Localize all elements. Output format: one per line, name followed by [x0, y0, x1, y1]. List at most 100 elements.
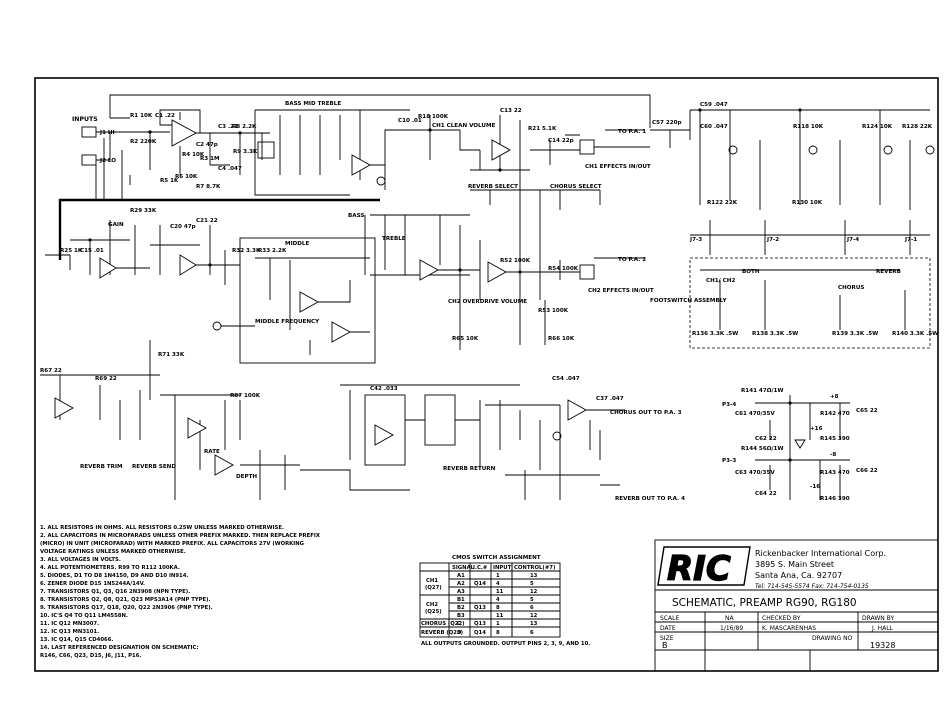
- minus16-label: -16: [810, 484, 820, 490]
- company-address: 3895 S. Main Street: [755, 560, 834, 569]
- cell: 4: [496, 597, 500, 603]
- junction-dots: [88, 108, 802, 462]
- switching-section: J7-3 J7-2 J7-4 J7-1 FOOTSWITCH ASSEMBLY …: [650, 109, 938, 349]
- minus8-label: -8: [830, 452, 836, 458]
- c40-label: C42 .033: [370, 386, 398, 392]
- j7-3-label: J7-3: [689, 237, 702, 243]
- r8-label: R8 2.2K: [232, 124, 257, 130]
- r49-label: R53 100K: [538, 308, 569, 314]
- col-ic: I.C.#: [473, 565, 488, 571]
- c20-label: C21 22: [196, 218, 218, 224]
- r5-label: R5 1K: [160, 178, 179, 184]
- reverb-switch-label: REVERB: [876, 269, 901, 275]
- c61-label: C61 470/35V: [735, 411, 775, 417]
- r4-label: R4 10K: [182, 152, 205, 158]
- c65-label: C65 22: [856, 408, 878, 414]
- c64-label: C64 22: [755, 491, 777, 497]
- component-labels: R1 10K R2 220K C1 .22 C2 47p R3 1M R4 10…: [40, 102, 933, 402]
- note-line: 2. ALL CAPACITORS IN MICROFARADS UNLESS …: [40, 533, 320, 539]
- r28-label: R29 33K: [130, 208, 157, 214]
- note-line: R146, C66, Q23, D15, J6, J11, P16.: [40, 653, 141, 659]
- j7-2-label: J7-2: [766, 237, 779, 243]
- cell: 11: [496, 613, 504, 619]
- checked-value: K. MASCARENHAS: [762, 625, 816, 632]
- cell: C: [457, 621, 461, 627]
- cell: 12: [530, 589, 538, 595]
- treble-label: TREBLE: [382, 236, 406, 242]
- c62-label: C62 22: [755, 436, 777, 442]
- logo-text: RIC: [667, 549, 731, 589]
- r138-label: R138 3.3K .5W: [752, 331, 798, 337]
- cell: 8: [496, 605, 500, 611]
- drawing-title: SCHEMATIC, PREAMP RG90, RG180: [672, 597, 857, 609]
- r20-label: C13 22: [500, 108, 522, 114]
- to-pa2-label: TO P.A. 2: [618, 257, 646, 263]
- bass-mid-treble-label: BASS MID TREBLE: [285, 101, 341, 107]
- cell: A2: [457, 581, 465, 587]
- footswitch-dashed-box: [689, 257, 931, 349]
- note-line: 8. TRANSISTORS Q2, Q8, Q21, Q23 MPS3A14 …: [40, 597, 211, 603]
- r132-label: R128 22K: [902, 124, 933, 130]
- c4-label: C4 .047: [218, 166, 242, 172]
- checked-label: CHECKED BY: [762, 615, 801, 622]
- cell: Q14: [474, 581, 486, 587]
- r1-label: R1 10K: [130, 113, 153, 119]
- r48-label: R52 100K: [500, 258, 531, 264]
- cell: 5: [530, 597, 534, 603]
- col-input: INPUT: [493, 565, 512, 571]
- date-label: DATE: [660, 625, 676, 632]
- r59-label: R65 10K: [452, 336, 479, 342]
- chorus-switch-label: CHORUS: [838, 285, 864, 291]
- r7-label: R7 8.7K: [196, 184, 221, 190]
- group-ch1: CH1: [426, 578, 438, 584]
- company-name: Rickenbacker International Corp.: [755, 549, 886, 558]
- drawn-label: DRAWN BY: [862, 615, 894, 622]
- r145-label: R145 390: [820, 436, 850, 442]
- cmos-table-title: CMOS SWITCH ASSIGNMENT: [452, 555, 541, 561]
- note-line: 12. IC Q13 MN3101.: [40, 629, 99, 635]
- r24-label: R25 1K: [60, 248, 83, 254]
- title-block: RIC Rickenbacker International Corp. 389…: [654, 539, 939, 672]
- drawing-border: [34, 77, 939, 672]
- r126-label: R122 22K: [707, 200, 738, 206]
- ch1-output-section: CH1 CLEAN VOLUME CH1 EFFECTS IN/OUT TO P…: [410, 110, 691, 180]
- reverb-send-label: REVERB SEND: [132, 464, 176, 470]
- r60-label: R66 10K: [548, 336, 575, 342]
- r50-label: R54 100K: [548, 266, 579, 272]
- node-a-marker: [376, 176, 386, 186]
- cell: 11: [496, 589, 504, 595]
- r63-label: R71 33K: [158, 352, 185, 358]
- reverb-trim-label: REVERB TRIM: [80, 464, 123, 470]
- j7-4-label: J7-4: [846, 237, 859, 243]
- cell: Q14: [474, 630, 486, 636]
- note-line: 9. TRANSISTORS Q17, Q18, Q20, Q22 2N3906…: [40, 605, 213, 611]
- note-line: 4. ALL POTENTIOMETERS. R99 TO R112 100KA…: [40, 565, 180, 571]
- c56-label: C54 .047: [552, 376, 580, 382]
- r116-label: C60 .047: [700, 124, 728, 130]
- scale-label: SCALE: [660, 615, 679, 622]
- r140-label: R140 3.3K .5W: [892, 331, 938, 337]
- note-line: 1. ALL RESISTORS IN OHMS. ALL RESISTORS …: [40, 525, 284, 531]
- ch2-effects-label: CH2 EFFECTS IN/OUT: [588, 288, 654, 294]
- group-ch1-sub: (Q27): [425, 585, 442, 591]
- overdrive-volume-label: CH2 OVERDRIVE VOLUME: [448, 299, 527, 305]
- r142-label: R142 470: [820, 411, 850, 417]
- chorus-bbd-ic: [364, 394, 406, 466]
- drawn-value: J. HALL: [871, 625, 894, 632]
- cell: A1: [457, 573, 465, 579]
- chorus-select-label: CHORUS SELECT: [550, 184, 602, 190]
- scale-value: NA: [725, 615, 734, 622]
- group-ch2-sub: (Q25): [425, 609, 442, 615]
- r61-label: R67 22: [40, 368, 62, 374]
- c35-label: R69 22: [95, 376, 117, 382]
- ric-logo: RIC: [657, 546, 751, 590]
- input-section: INPUTS J1 HI J2 LO: [72, 94, 651, 200]
- plus16-label: +16: [810, 426, 823, 432]
- cmos-table-footnote: ALL OUTPUTS GROUNDED. OUTPUT PINS 2, 3, …: [421, 641, 590, 647]
- r22-label: C14 22p: [548, 138, 574, 144]
- input-jack-hi: [81, 126, 97, 138]
- r32-label: R33 2.2K: [258, 248, 287, 254]
- cmos-switch-table: CMOS SWITCH ASSIGNMENT SIGNAL I.C.# INPU…: [419, 555, 590, 647]
- inputs-label: INPUTS: [72, 116, 98, 123]
